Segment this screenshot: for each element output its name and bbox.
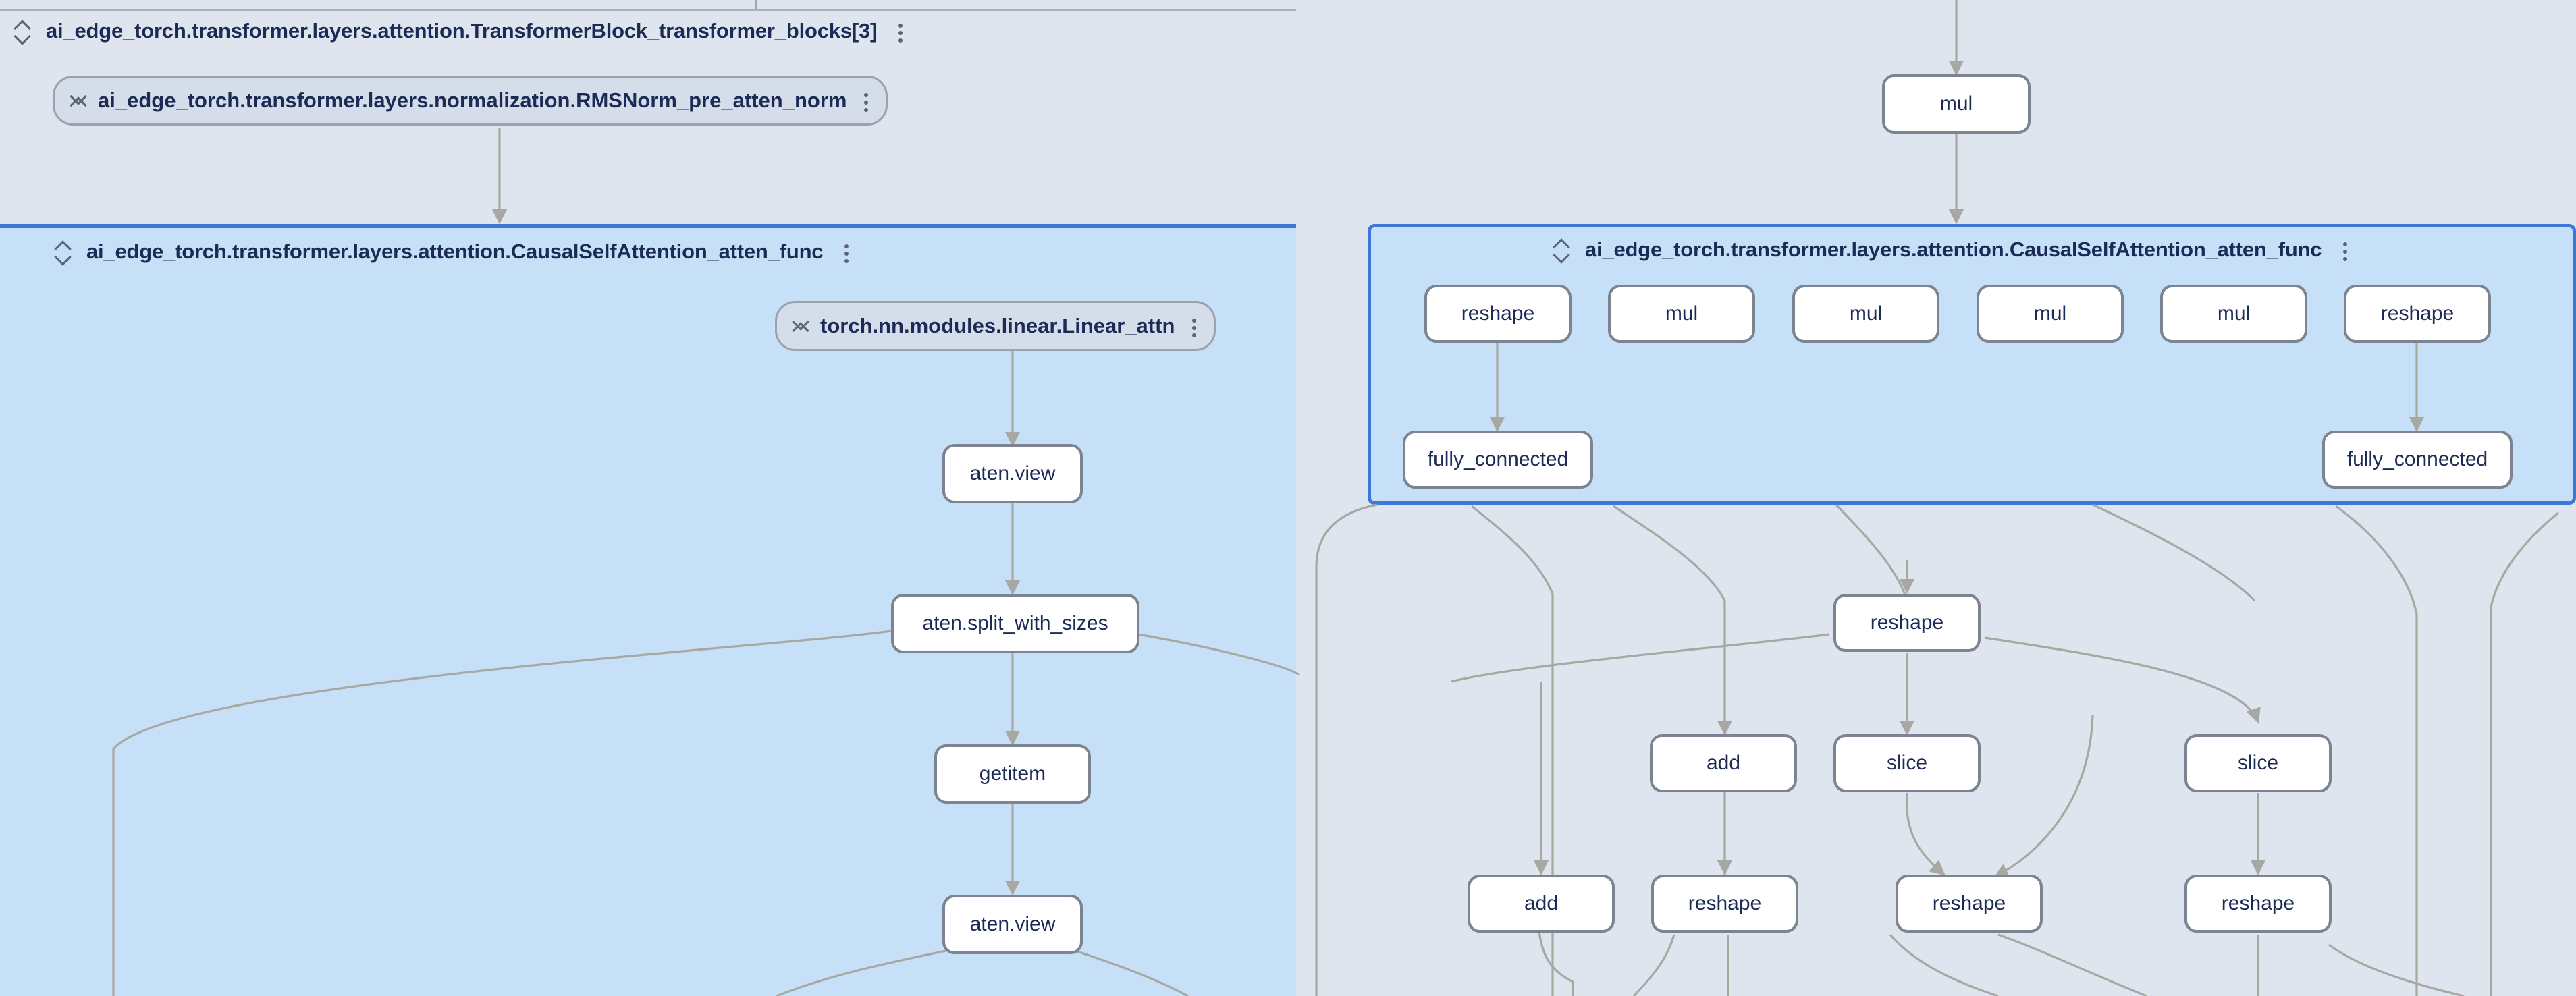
op-node-label: mul (2217, 302, 2251, 325)
op-node-aten-view-1[interactable]: aten.view (942, 444, 1083, 503)
op-node-reshape-r1[interactable]: reshape (1424, 285, 1572, 343)
op-node-label: aten.view (969, 462, 1056, 485)
group-causal-self-attention-right-title: ai_edge_torch.transformer.layers.attenti… (1585, 238, 2322, 261)
op-node-mul-r1[interactable]: mul (1608, 285, 1755, 343)
op-node-aten-view-2[interactable]: aten.view (942, 895, 1083, 954)
op-node-label: mul (1849, 302, 1883, 325)
op-node-label: reshape (1688, 892, 1762, 914)
collapse-icon[interactable] (14, 20, 31, 43)
op-node-fully-connected-right[interactable]: fully_connected (2322, 431, 2513, 489)
op-node-add-2[interactable]: add (1468, 875, 1615, 933)
op-node-label: add (1524, 892, 1559, 914)
op-node-reshape-r2[interactable]: reshape (2344, 285, 2491, 343)
module-node-rmsnorm-label: ai_edge_torch.transformer.layers.normali… (98, 88, 847, 112)
op-node-mul-r4[interactable]: mul (2160, 285, 2307, 343)
op-node-slice-1[interactable]: slice (1833, 734, 1981, 792)
op-node-reshape-mid[interactable]: reshape (1833, 594, 1981, 652)
expand-icon[interactable] (70, 89, 87, 112)
op-node-add-1[interactable]: add (1650, 734, 1797, 792)
op-node-label: reshape (2380, 302, 2454, 325)
op-node-label: reshape (1461, 302, 1535, 325)
op-node-mul-top[interactable]: mul (1882, 74, 2031, 134)
op-node-reshape-b2[interactable]: reshape (1896, 875, 2043, 933)
op-node-fully-connected-left[interactable]: fully_connected (1403, 431, 1593, 489)
group-transformer-block-header[interactable]: ai_edge_torch.transformer.layers.attenti… (14, 19, 905, 43)
group-causal-self-attention-left-title: ai_edge_torch.transformer.layers.attenti… (86, 240, 824, 263)
op-node-mul-r3[interactable]: mul (1977, 285, 2124, 343)
module-node-linear-attn[interactable]: torch.nn.modules.linear.Linear_attn (775, 301, 1216, 351)
module-node-rmsnorm[interactable]: ai_edge_torch.transformer.layers.normali… (53, 76, 888, 126)
op-node-label: slice (1886, 752, 1927, 774)
op-node-label: aten.split_with_sizes (922, 612, 1108, 634)
kebab-icon[interactable] (898, 20, 905, 43)
op-node-label: aten.view (969, 913, 1056, 935)
op-node-mul-r2[interactable]: mul (1792, 285, 1939, 343)
op-node-label: mul (1665, 302, 1698, 325)
collapse-icon[interactable] (54, 240, 72, 263)
op-node-label: mul (1939, 92, 1973, 115)
group-causal-self-attention-left-header[interactable]: ai_edge_torch.transformer.layers.attenti… (54, 240, 851, 264)
kebab-icon[interactable] (864, 89, 871, 112)
op-node-label: fully_connected (2346, 448, 2488, 470)
op-node-label: fully_connected (1427, 448, 1569, 470)
op-node-label: reshape (1870, 611, 1944, 634)
op-node-aten-split-with-sizes[interactable]: aten.split_with_sizes (891, 594, 1139, 653)
module-node-linear-attn-label: torch.nn.modules.linear.Linear_attn (820, 314, 1175, 337)
op-node-label: mul (2033, 302, 2067, 325)
collapse-icon[interactable] (1553, 238, 1570, 261)
group-transformer-block-title: ai_edge_torch.transformer.layers.attenti… (46, 19, 878, 43)
kebab-icon[interactable] (1192, 314, 1199, 337)
group-causal-self-attention-right-header[interactable]: ai_edge_torch.transformer.layers.attenti… (1553, 238, 2350, 262)
op-node-label: getitem (979, 763, 1046, 785)
kebab-icon[interactable] (2343, 238, 2350, 261)
op-node-label: reshape (1932, 892, 2006, 914)
op-node-label: add (1706, 752, 1741, 774)
op-node-getitem[interactable]: getitem (934, 744, 1091, 804)
op-node-slice-2[interactable]: slice (2184, 734, 2332, 792)
op-node-reshape-b1[interactable]: reshape (1651, 875, 1798, 933)
kebab-icon[interactable] (844, 240, 851, 263)
op-node-reshape-b3[interactable]: reshape (2184, 875, 2332, 933)
expand-icon[interactable] (792, 314, 809, 337)
op-node-label: reshape (2221, 892, 2295, 914)
op-node-label: slice (2237, 752, 2278, 774)
